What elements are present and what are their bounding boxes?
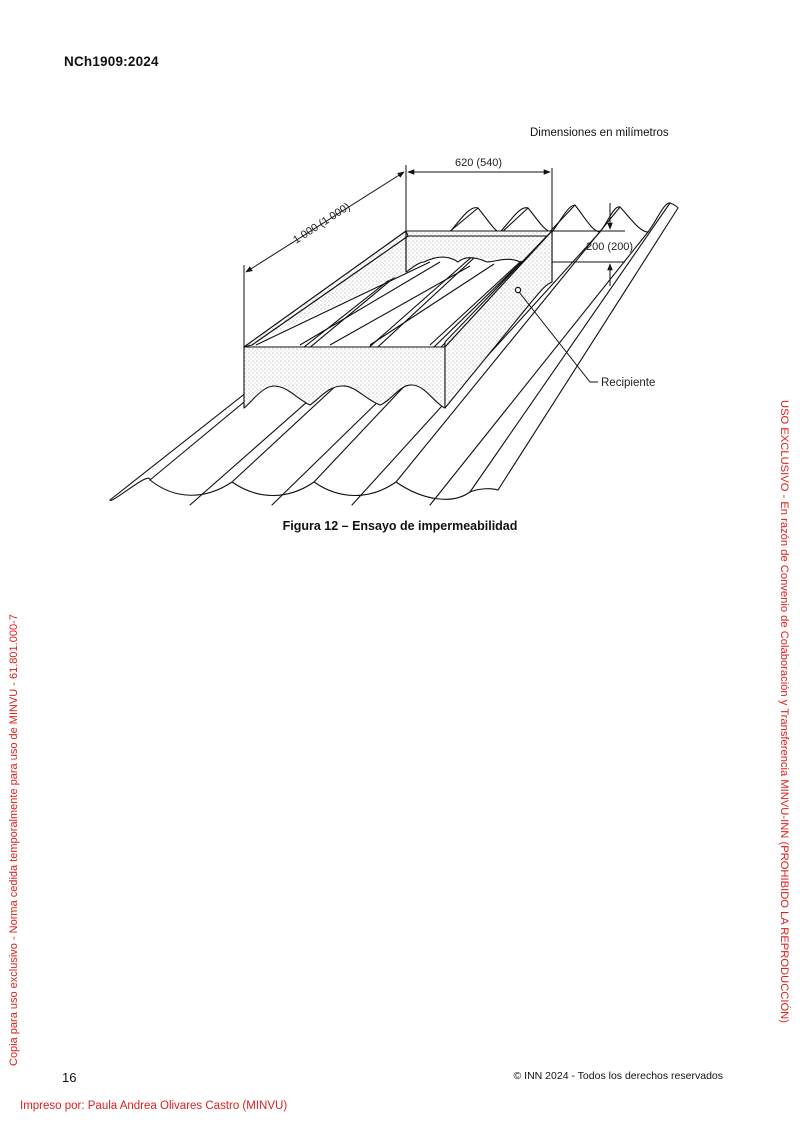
sheet-back-edge bbox=[449, 202, 679, 233]
container-callout-label: Recipiente bbox=[601, 377, 655, 389]
copyright-notice: © INN 2024 - Todos los derechos reservad… bbox=[513, 1070, 723, 1082]
dimensions-note: Dimensiones en milímetros bbox=[530, 127, 669, 139]
callout-leader bbox=[518, 291, 598, 383]
impermeability-test-figure: 1 000 (1 000) 620 (540) 200 (200) Recipi… bbox=[100, 150, 700, 520]
document-code: NCh1909:2024 bbox=[64, 54, 159, 69]
figure-drawing: 1 000 (1 000) 620 (540) 200 (200) Recipi… bbox=[109, 157, 679, 506]
page-number: 16 bbox=[62, 1070, 77, 1085]
left-watermark: Copia para uso exclusivo - Norma cedida … bbox=[8, 614, 20, 1066]
height-dimension-label: 200 (200) bbox=[586, 241, 633, 253]
container bbox=[243, 230, 553, 409]
sheet-front-edge bbox=[109, 477, 499, 501]
right-watermark: USO EXCLUSIVO - En razón de Convenio de … bbox=[778, 400, 790, 1023]
length-dimension-line bbox=[245, 171, 405, 273]
figure-caption: Figura 12 – Ensayo de impermeabilidad bbox=[282, 519, 518, 533]
length-dimension-label: 1 000 (1 000) bbox=[291, 201, 352, 247]
width-dimension-label: 620 (540) bbox=[455, 157, 502, 169]
printed-by-notice: Impreso por: Paula Andrea Olivares Castr… bbox=[20, 1100, 288, 1112]
